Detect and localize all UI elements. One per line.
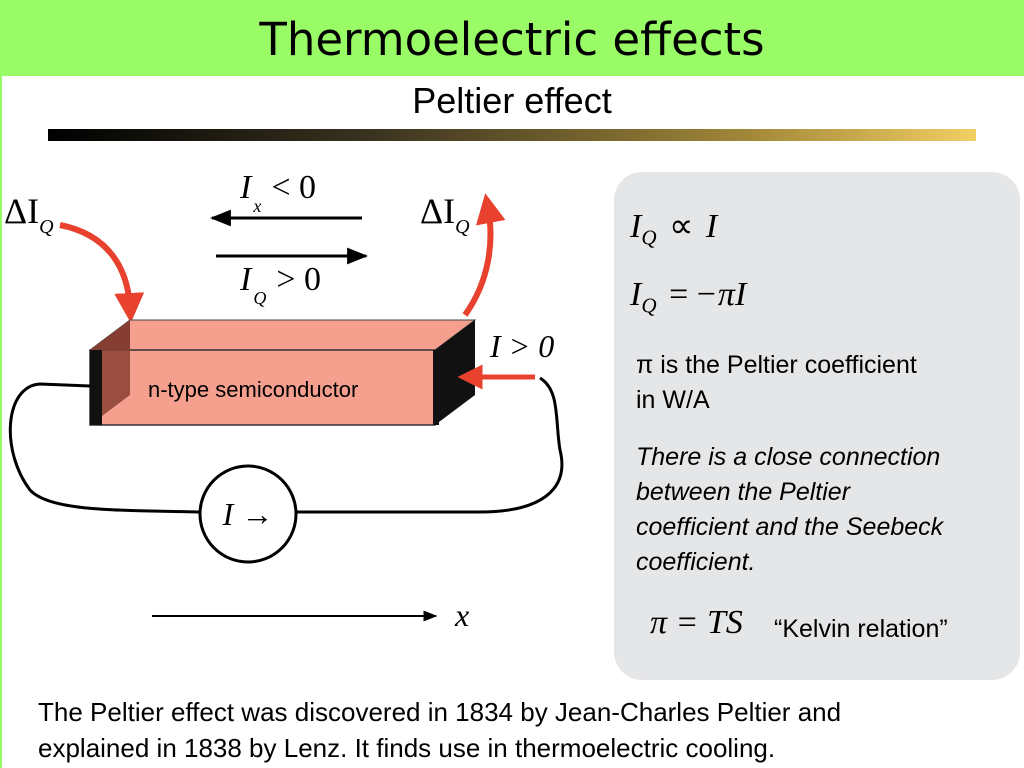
current-source-circle: [198, 464, 298, 564]
info-panel: [614, 172, 1020, 680]
x-axis-label: x: [454, 597, 469, 633]
title-bar: Thermoelectric effects: [0, 0, 1024, 76]
kelvin-equation: π = TS: [650, 604, 743, 641]
current-label: I > 0: [489, 328, 554, 364]
slide-subtitle: Peltier effect: [412, 80, 612, 121]
peltier-equation: IQ = −πI: [630, 276, 747, 318]
current-source-label: I →: [222, 496, 274, 532]
circuit-wire-right: [295, 376, 564, 514]
connection-note: There is a close connection between the …: [636, 443, 944, 576]
heat-out-label: ΔIQ: [420, 191, 470, 238]
heat-out-arrow: [462, 193, 506, 317]
semiconductor-label: n-type semiconductor: [148, 377, 358, 402]
heat-in-label: ΔIQ: [4, 191, 54, 238]
semiconductor-bar: [88, 319, 477, 426]
footer-line-2: explained in 1838 by Lenz. It finds use …: [38, 733, 776, 763]
circuit-wire-left: [8, 382, 201, 514]
peltier-definition: π is the Peltier coefficient in W/A: [636, 351, 917, 414]
slide-title: Thermoelectric effects: [259, 13, 765, 66]
footer-text: The Peltier effect was discovered in 183…: [38, 694, 1018, 766]
heat-in-arrow: [59, 222, 145, 323]
footer-line-1: The Peltier effect was discovered in 183…: [38, 697, 842, 727]
kelvin-label: “Kelvin relation”: [774, 615, 948, 643]
slide-border: [0, 0, 2, 768]
proportionality-equation: IQ ∝ I: [630, 208, 718, 250]
gradient-divider: [48, 129, 976, 141]
